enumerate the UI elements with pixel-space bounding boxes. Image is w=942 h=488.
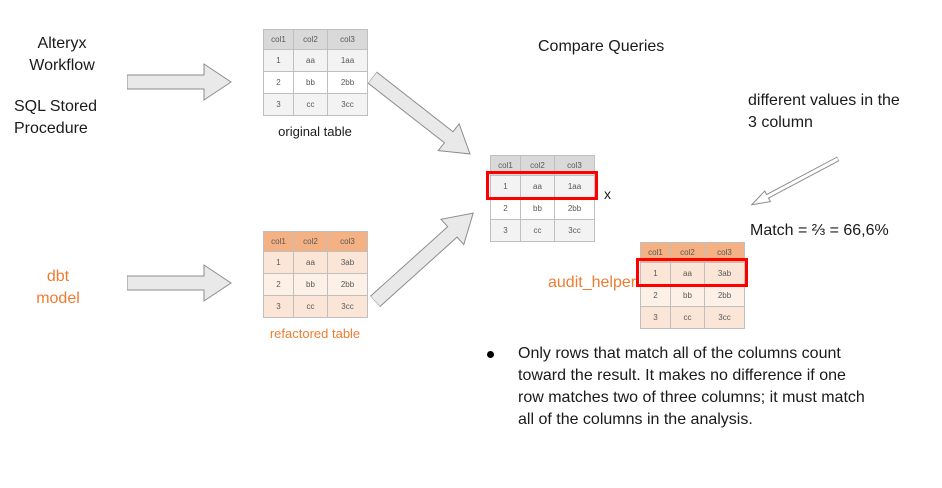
table-cell: cc xyxy=(293,93,328,116)
arrow-diagonal-down-icon xyxy=(361,63,482,168)
bullet-note-text: Only rows that match all of the columns … xyxy=(518,345,865,428)
table-cell: 2 xyxy=(640,284,671,307)
column-header: col3 xyxy=(327,231,368,252)
table-cell: bb xyxy=(293,71,328,94)
bullet-note-group: Only rows that match all of the columns … xyxy=(487,343,874,431)
label-sql-stored-procedure: SQL Stored Procedure xyxy=(14,98,98,137)
label-dbt-model: dbt model xyxy=(36,268,80,307)
table-cell: 3 xyxy=(640,306,671,329)
table-cell: 3 xyxy=(490,219,521,242)
column-header: col2 xyxy=(520,155,555,176)
arrow-diagonal-up-icon xyxy=(363,199,486,315)
table-cell: bb xyxy=(520,197,555,220)
table-cell: cc xyxy=(520,219,555,242)
column-header: col3 xyxy=(554,155,595,176)
table-cell: 3cc xyxy=(554,219,595,242)
table-cell: 3 xyxy=(263,295,294,318)
bullet-icon xyxy=(487,351,494,358)
table-cell: 2bb xyxy=(704,284,745,307)
table-cell: bb xyxy=(293,273,328,296)
table-cell: 2bb xyxy=(554,197,595,220)
table-cell: 3cc xyxy=(704,306,745,329)
column-header: col1 xyxy=(490,155,521,176)
table-cell: 2 xyxy=(263,71,294,94)
table-cell: 2 xyxy=(490,197,521,220)
table-cell: 2bb xyxy=(327,71,368,94)
table-cell: 3cc xyxy=(327,93,368,116)
column-header: col2 xyxy=(293,231,328,252)
table-cell: aa xyxy=(670,262,705,285)
column-header: col3 xyxy=(327,29,368,50)
arrow-right-top-icon xyxy=(127,63,232,101)
table-cell: 1 xyxy=(490,175,521,198)
table-cell: 1 xyxy=(263,49,294,72)
table-cell: aa xyxy=(293,49,328,72)
refactored-table-caption: refactored table xyxy=(269,326,361,341)
x-separator: x xyxy=(604,186,611,202)
arrow-right-bottom-icon xyxy=(127,264,232,302)
original-table-caption: original table xyxy=(278,124,352,139)
annotation-different-values: different values in the 3 column xyxy=(748,92,900,131)
table-cell: 3ab xyxy=(327,251,368,274)
table-cell: 1aa xyxy=(327,49,368,72)
table-cell: 1aa xyxy=(554,175,595,198)
column-header: col2 xyxy=(293,29,328,50)
table-cell: aa xyxy=(520,175,555,198)
table-cell: 3cc xyxy=(327,295,368,318)
table-cell: 3ab xyxy=(704,262,745,285)
table-cell: aa xyxy=(293,251,328,274)
pointer-arrow-icon xyxy=(748,153,842,212)
table-cell: bb xyxy=(670,284,705,307)
table-cell: 1 xyxy=(263,251,294,274)
match-result: Match = ⅔ = 66,6% xyxy=(750,222,889,239)
table-cell: 2bb xyxy=(327,273,368,296)
table-cell: 2 xyxy=(263,273,294,296)
column-header: col1 xyxy=(263,231,294,252)
label-alteryx-workflow: Alteryx Workflow xyxy=(29,35,95,74)
table-cell: 3 xyxy=(263,93,294,116)
table-cell: cc xyxy=(293,295,328,318)
table-cell: 1 xyxy=(640,262,671,285)
audit-helper-label: audit_helper xyxy=(548,274,637,291)
column-header: col1 xyxy=(263,29,294,50)
column-header: col3 xyxy=(704,242,745,263)
table-cell: cc xyxy=(670,306,705,329)
column-header: col1 xyxy=(640,242,671,263)
page-title: Compare Queries xyxy=(538,38,665,55)
column-header: col2 xyxy=(670,242,705,263)
